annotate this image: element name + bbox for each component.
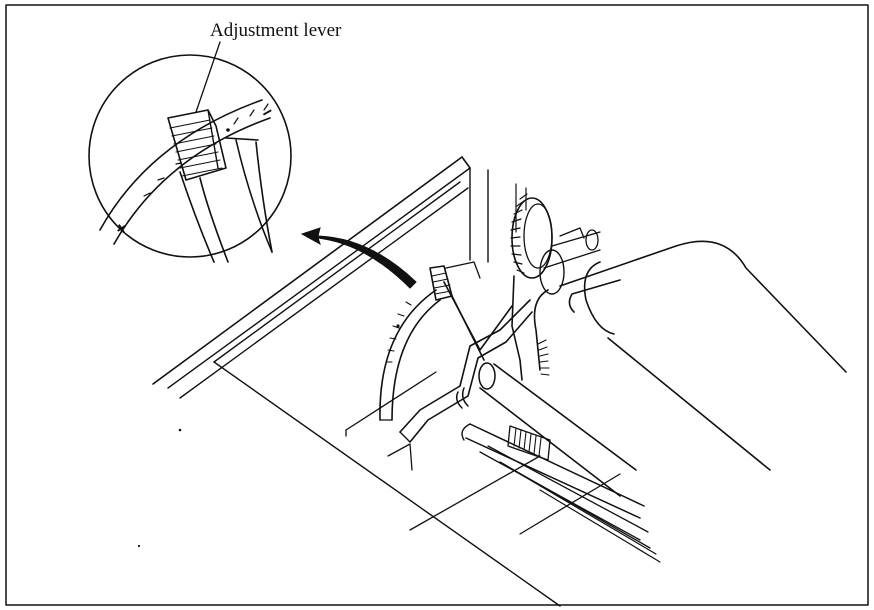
lever-assembly — [379, 261, 533, 471]
callout-circle — [88, 54, 292, 258]
platen-roller — [539, 227, 847, 471]
lever-knob — [429, 265, 453, 301]
frame-border — [5, 4, 869, 606]
guide-rods — [461, 362, 661, 563]
callout-scale-dot — [226, 128, 230, 132]
printer-body — [152, 156, 621, 607]
callout-scale-ticks — [143, 103, 269, 197]
label-leader-line — [195, 41, 221, 113]
side-frame-bracket — [511, 275, 550, 381]
speck — [137, 544, 141, 548]
platen-end-cap — [539, 249, 565, 295]
lever-scale-ticks — [385, 301, 412, 363]
adjustment-lever-label: Adjustment lever — [210, 20, 342, 41]
minus-mark: − — [258, 101, 277, 124]
speck — [178, 428, 182, 432]
knob-shaft-end — [585, 229, 599, 251]
magnified-callout: + − — [88, 54, 292, 263]
platen-knob-gear — [510, 193, 553, 279]
callout-lever-knob — [167, 109, 227, 181]
callout-arrow — [300, 227, 417, 289]
carriage-ribs — [513, 427, 542, 457]
lever-scale-dot — [396, 324, 400, 328]
